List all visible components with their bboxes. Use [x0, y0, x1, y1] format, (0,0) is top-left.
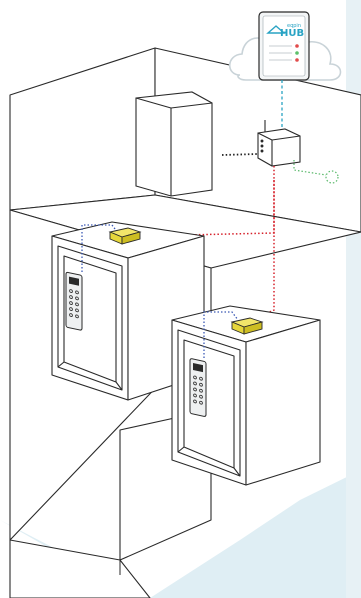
wireless-signal-icon: [325, 170, 339, 184]
yellow-sensor-box-2: [230, 317, 264, 335]
hub-led-2: [295, 51, 299, 55]
safe-2-side: [245, 319, 321, 486]
back-wall: [9, 47, 156, 211]
router-icon: [257, 120, 301, 167]
hub-led-3: [295, 58, 299, 62]
keypad-link-1: [81, 224, 119, 272]
keypad-panel-2: [189, 358, 207, 417]
keypad-panel-1: [65, 271, 83, 331]
keypad-link-2: [203, 311, 239, 358]
hub-logo-icon: [266, 25, 286, 34]
background-tint-right: [346, 0, 361, 598]
hub-server-icon: eqpin HUB: [258, 11, 310, 81]
hub-brand-small: eqpin: [287, 23, 301, 29]
wired-link-cabinet: [221, 153, 259, 156]
hub-led-1: [295, 44, 299, 48]
floor: [9, 539, 151, 598]
safe-2-front: [171, 319, 247, 486]
safe-1-front: [51, 235, 129, 401]
wireless-link: [293, 160, 327, 176]
hub-brand-large: HUB: [280, 28, 304, 39]
wall-cabinet: [135, 91, 213, 197]
background-tint: [0, 470, 361, 598]
yellow-sensor-box-1: [108, 227, 142, 245]
